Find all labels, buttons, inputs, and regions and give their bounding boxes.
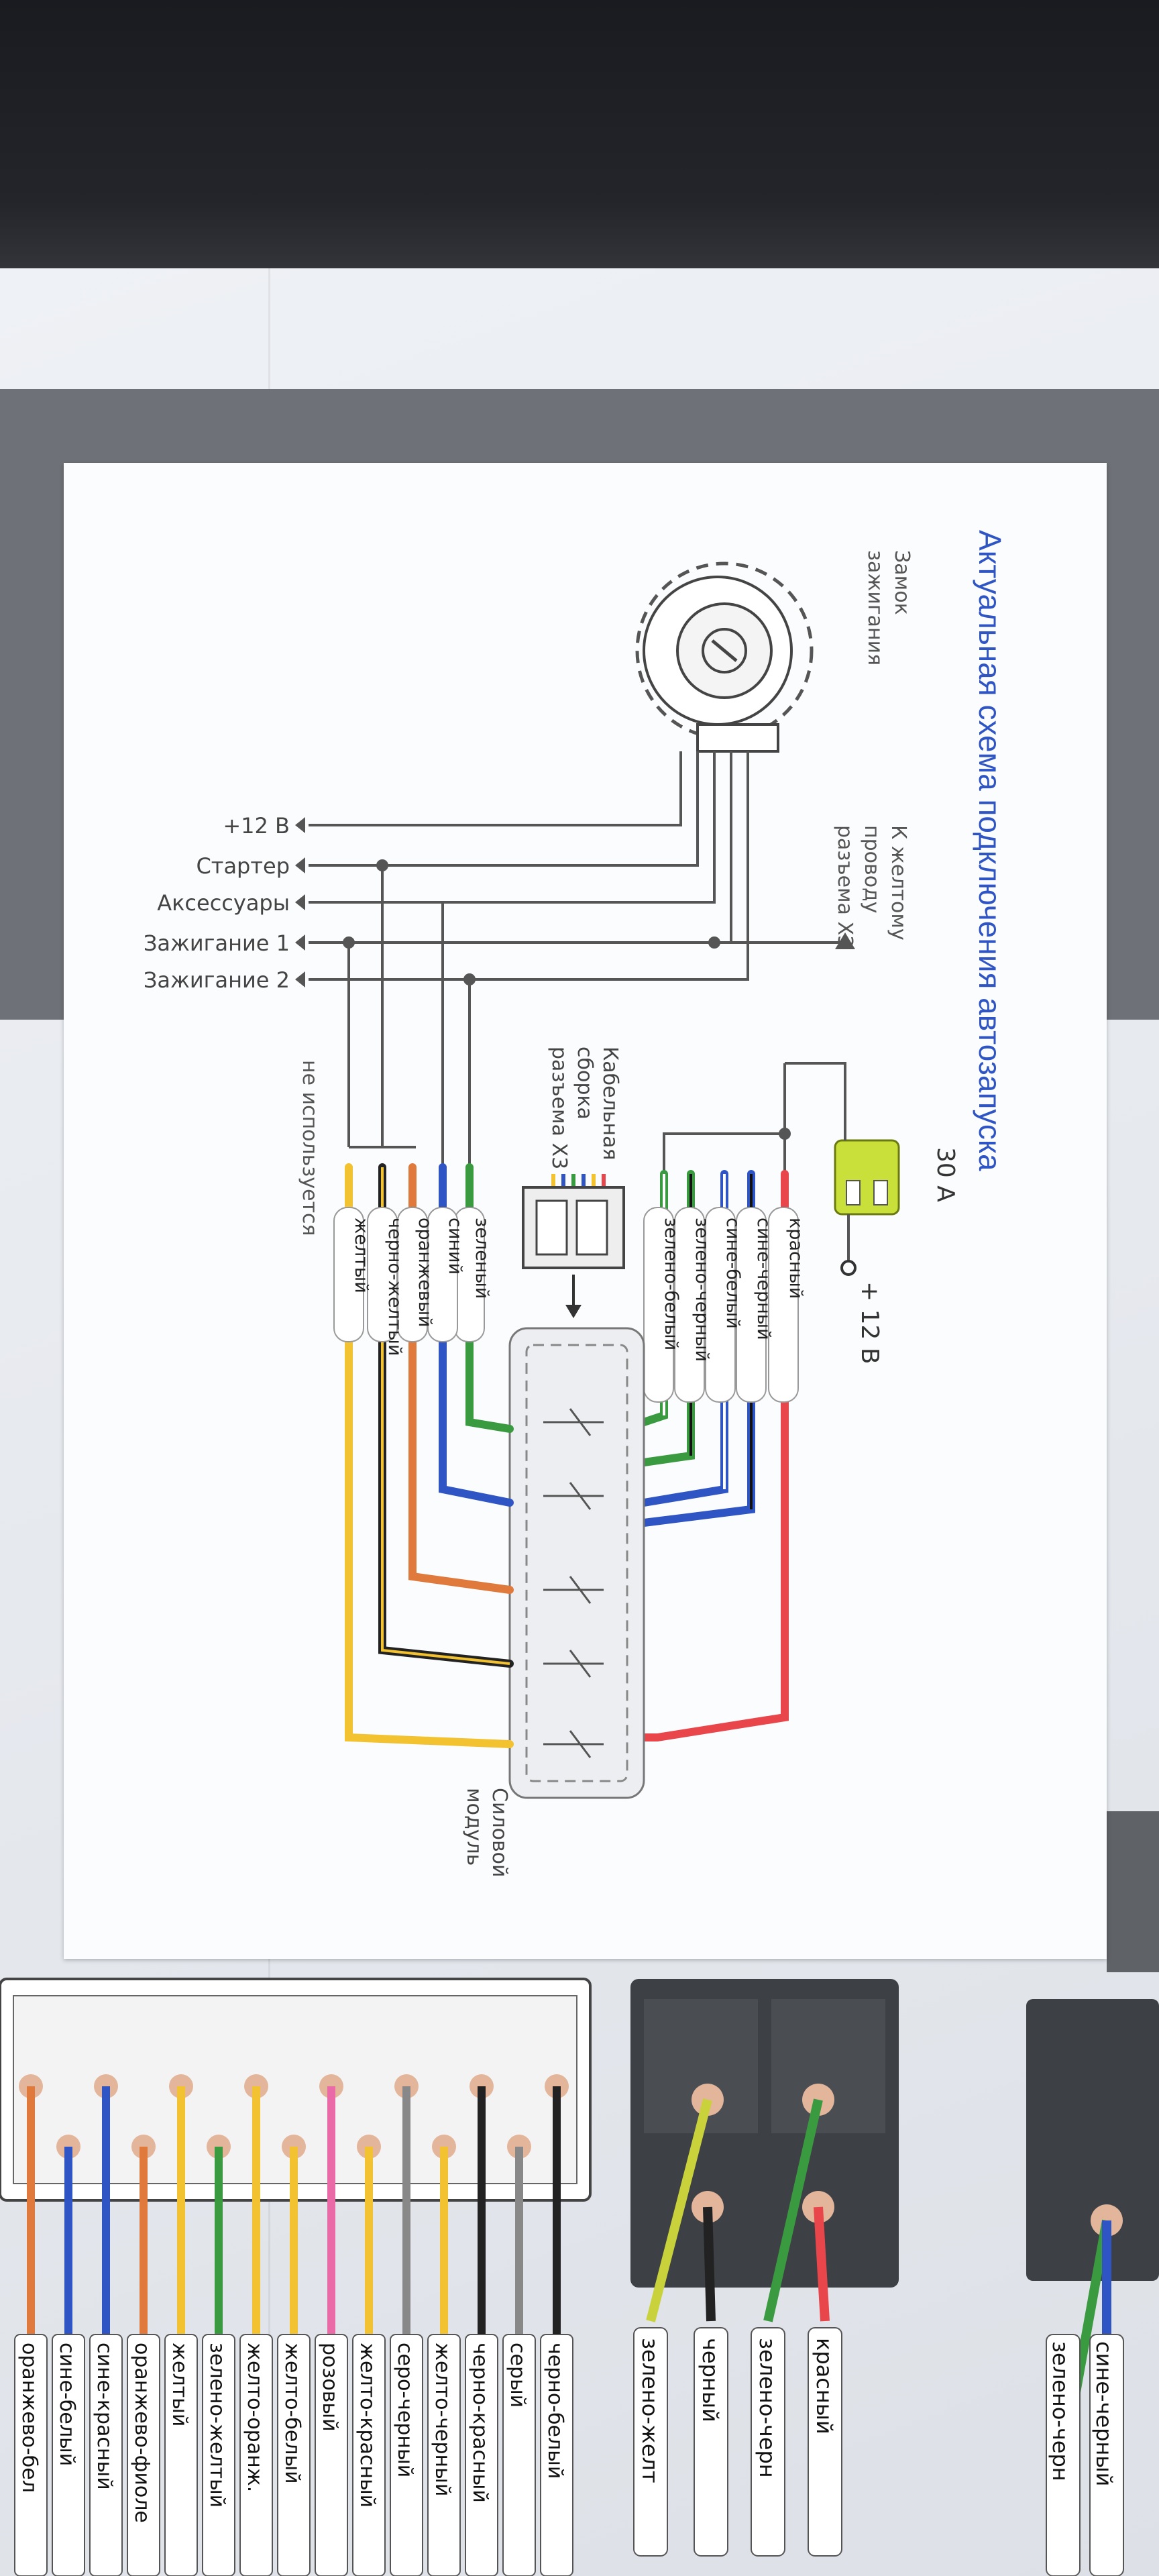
conn-a-label-1: сине-черный [1091,2341,1117,2486]
conn-c-labels: черно-белый серый черно-красный желто-черны… [14,2334,573,2576]
output-arrows [295,817,305,987]
x3-note-line1: К желтому [887,825,910,941]
booklet-side-tab [1107,1811,1159,1972]
ignition-lock-label-2: зажигания [863,550,887,665]
output-ignition1: Зажигание 1 [144,930,290,956]
conn-c-label: желто-белый [280,2343,304,2484]
fuse-supply: + 12 В [856,1281,883,1364]
conn-c-label: черно-красный [468,2343,492,2503]
conn-c-label-box [352,2334,386,2576]
conn-c-label-box [52,2334,85,2576]
ignition-lock-icon [635,561,814,753]
output-ignition2: Зажигание 2 [144,967,290,993]
conn-b-label-1: красный [812,2338,837,2434]
arrow-down-icon [565,1275,582,1318]
wire-label-blue-white: сине-белый [722,1218,743,1329]
conn-c-label-box [427,2334,461,2576]
x3-assembly-line3: разъема X3 [547,1046,571,1169]
power-module-icon [508,1327,645,1799]
conn-c-label: желто-красный [355,2343,379,2508]
wire-label-yellow: желтый [351,1218,372,1293]
conn-c-label: желтый [168,2343,191,2426]
wire-label-blue: синий [445,1218,465,1275]
conn-c-label: оранжево-фиоле [130,2343,154,2523]
conn-a-label-2: зелено-черн [1048,2341,1073,2481]
conn-b-label-2: зелено-черн [755,2338,780,2478]
right-wire-labels [643,1207,799,1403]
diagram-title: Актуальная схема подключения автозапуска [973,530,1007,1171]
conn-c-label: розовый [318,2343,341,2432]
output-starter: Стартер [196,853,290,879]
conn-c-label-box [502,2334,536,2576]
conn-c-label-box [164,2334,198,2576]
x3-note-line3: разъема X3 [833,825,857,948]
bottom-connector-b [630,1979,899,2322]
conn-c-wires [19,2074,569,2334]
wire-label-green: зеленый [472,1218,492,1299]
bottom-connector-a [1026,1999,1159,2576]
x3-connector-icon [522,1174,625,1269]
wire-label-green-black: зелено-черный [692,1218,712,1362]
conn-c-label: черно-белый [543,2343,567,2479]
wire-label-green-white: зелено-белый [661,1218,681,1350]
conn-c-label-box [239,2334,273,2576]
output-drop-wires [347,865,471,1167]
conn-c-label: оранжево-бел [17,2343,41,2493]
fuse-icon [834,1139,900,1216]
output-accessories: Аксессуары [157,890,290,916]
conn-c-label: зелено-желтый [205,2343,229,2508]
arrow-up-icon [835,932,855,949]
x3-note-line2: проводу [860,825,883,914]
power-module-line1: Силовой [488,1788,511,1878]
power-module-line2: модуль [462,1788,486,1866]
x3-assembly-line2: сборка [573,1046,596,1120]
conn-c-label-box [540,2334,573,2576]
fuse-junction [779,1128,791,1140]
conn-c-label: сине-красный [93,2343,116,2490]
conn-c-label-box [14,2334,48,2576]
left-wire-labels [333,1207,485,1342]
supply-terminal [840,1260,857,1276]
conn-b-label-boxes [633,2327,842,2557]
output-plus12: +12 В [223,813,290,839]
wire-label-red: красный [785,1218,806,1299]
wire-label-blue-black: сине-черный [753,1218,774,1340]
ignition-lock-label-1: Замок [890,550,914,615]
conn-c-label: серо-черный [393,2343,417,2477]
conn-c-label-box [390,2334,423,2576]
conn-c-label: желто-черный [431,2343,454,2496]
conn-c-label-box [127,2334,160,2576]
conn-c-label-box [315,2334,348,2576]
conn-c-label-box [277,2334,311,2576]
conn-c-label: серый [506,2343,529,2408]
lock-output-wires [309,751,845,981]
conn-b-label-4: зелено-желт [637,2338,663,2483]
conn-c-label: желто-оранж. [243,2343,266,2492]
junction-dots [343,859,720,985]
wire-label-black-yellow: черно-желтый [384,1218,405,1356]
x3-assembly-line1: Кабельная [598,1046,622,1161]
conn-c-label: сине-белый [55,2343,78,2466]
conn-b-label-3: черный [698,2338,723,2422]
conn-c-label-box [202,2334,235,2576]
fuse-wires [663,1062,850,1261]
not-used-label: не используется [298,1060,321,1236]
fuse-rating: 30 A [932,1147,959,1202]
conn-c-label-box [465,2334,498,2576]
conn-c-label-box [89,2334,123,2576]
wire-label-orange: оранжевый [415,1218,435,1328]
